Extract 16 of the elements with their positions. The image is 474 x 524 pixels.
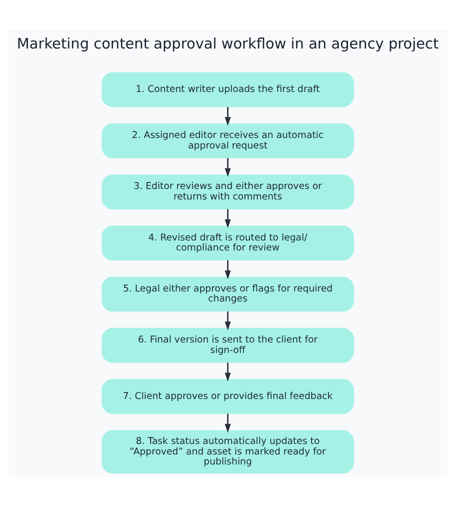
node-box: 1. Content writer uploads the first draft — [102, 72, 354, 107]
arrow — [224, 208, 231, 228]
node-box: 5. Legal either approves or flags for required changes — [102, 276, 354, 312]
node-box: 6. Final version is sent to the client for sign-off — [102, 327, 354, 362]
node-box: 7. Client approves or provides final feedback — [102, 378, 354, 414]
arrow — [224, 311, 231, 330]
arrow — [224, 362, 231, 381]
arrow — [224, 158, 231, 176]
arrow — [224, 260, 231, 279]
node-box: 3. Editor reviews and either approves or returns with comments — [102, 174, 354, 209]
arrow — [224, 413, 231, 432]
arrow — [224, 106, 231, 126]
diagram-title: Marketing content approval workflow in an agency project — [16, 36, 439, 52]
node-box: 8. Task status automatically updates to “Approved” and asset is marked ready for publishing — [102, 430, 354, 474]
node-box: 2. Assigned editor receives an automatic approval request — [102, 122, 354, 158]
node-box: 4. Revised draft is routed to legal/ compliance for review — [102, 225, 354, 260]
